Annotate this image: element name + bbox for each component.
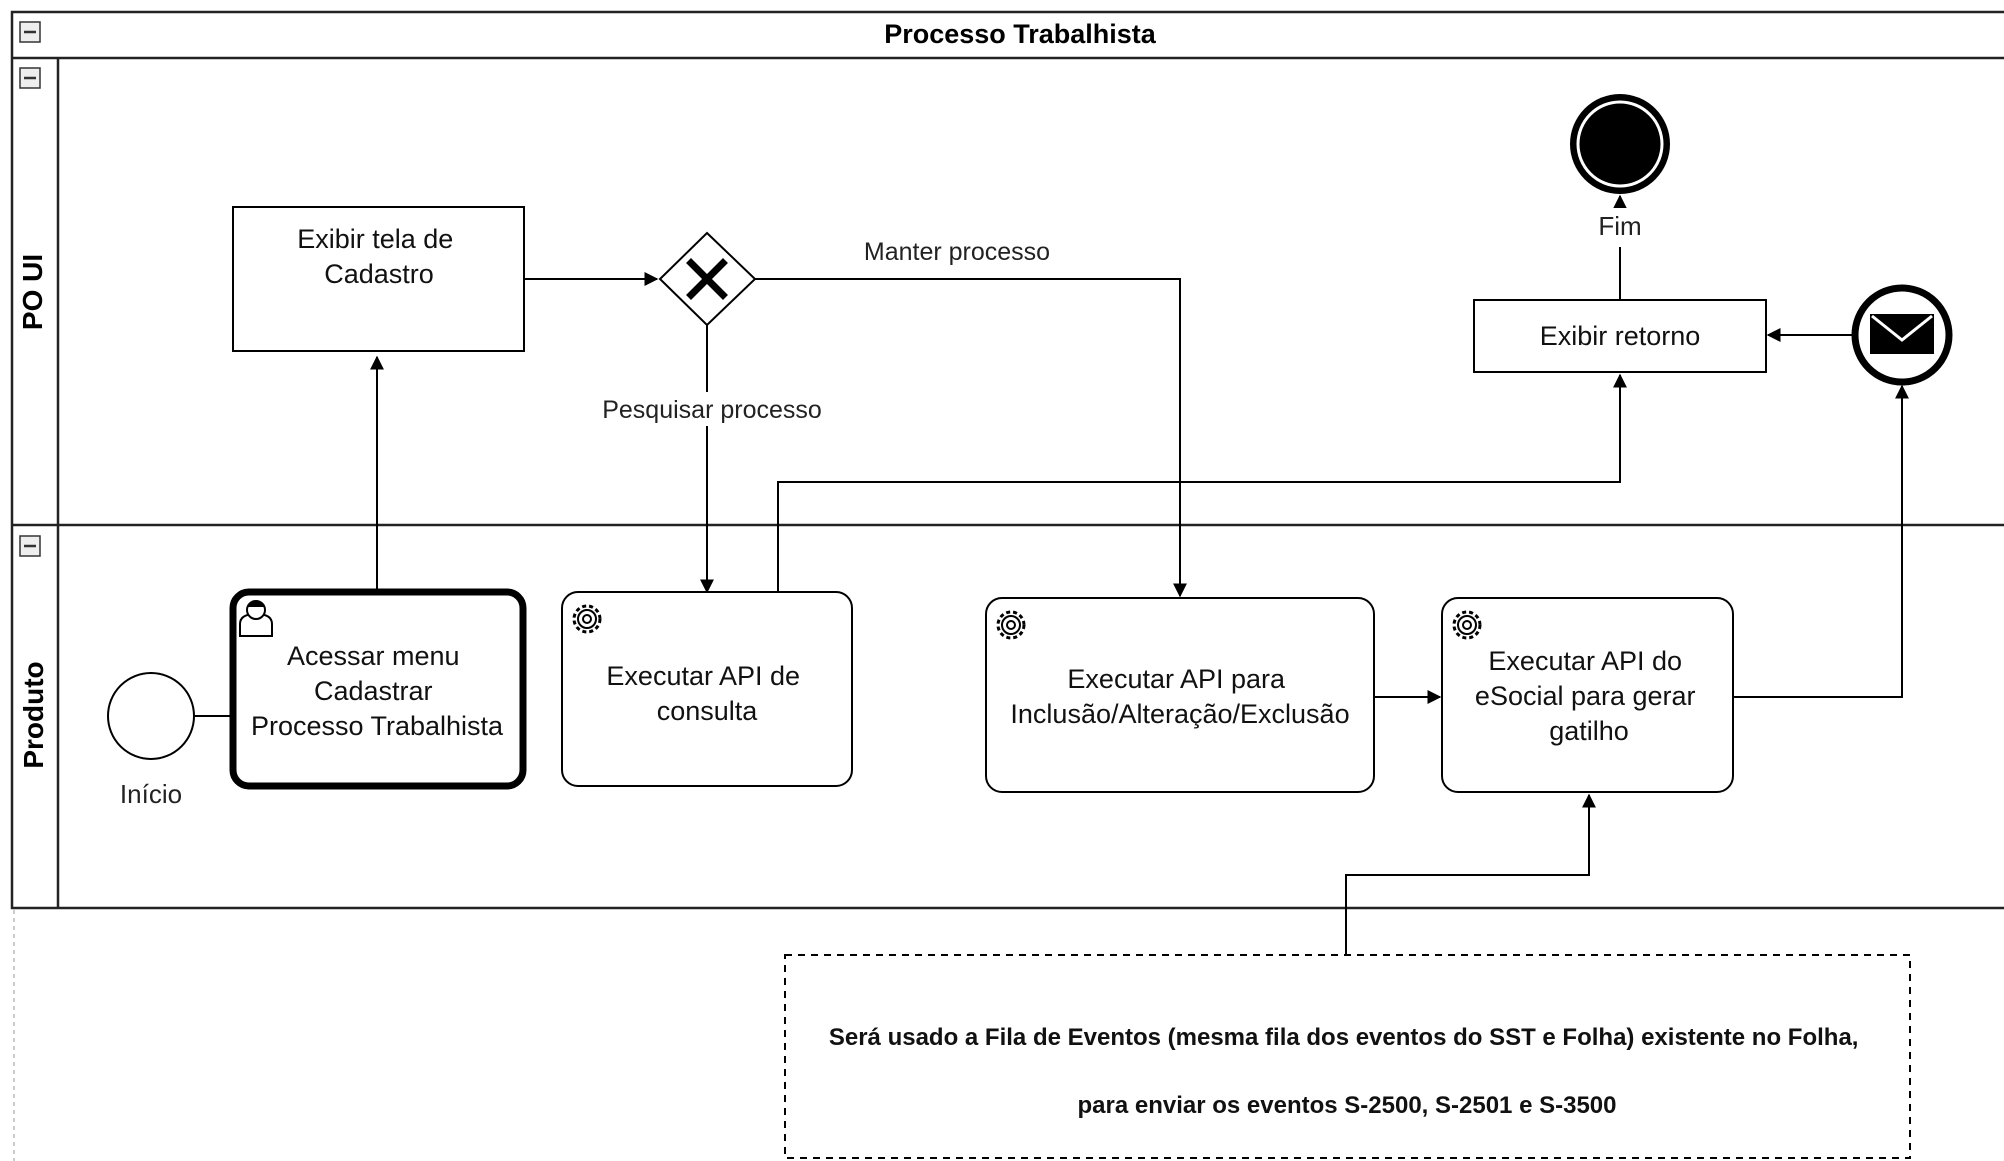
svg-text:Acessar menu Cadastrar: Acessar menu Cadastrar Processo Trabalhi… bbox=[251, 641, 504, 741]
svg-text:Será usado a Fila de Eventos (: Será usado a Fila de Eventos (mesma fila… bbox=[829, 1024, 1865, 1119]
flow-annotation-to-esocial bbox=[1345, 793, 1596, 955]
lane-produto-collapse-button[interactable] bbox=[19, 535, 41, 557]
gear-icon bbox=[1452, 610, 1482, 640]
lane-produto-label: Produto bbox=[18, 661, 49, 768]
envelope-icon bbox=[1870, 314, 1934, 354]
gear-icon bbox=[996, 610, 1026, 640]
end-event[interactable] bbox=[1570, 94, 1670, 194]
lane-ui-collapse-button[interactable] bbox=[19, 67, 41, 89]
task-api-consulta[interactable]: Executar API de consulta bbox=[561, 591, 853, 787]
message-event[interactable] bbox=[1851, 284, 1953, 386]
flow-manter-processo bbox=[755, 278, 1187, 598]
gateway-x-icon bbox=[686, 258, 728, 300]
task-api-inclusao[interactable]: Executar API para Inclusão/Alteração/Exc… bbox=[985, 597, 1375, 793]
flow-label-manter: Manter processo bbox=[864, 238, 1050, 266]
flow-label-pesquisar: Pesquisar processo bbox=[602, 396, 822, 424]
end-event-label: Fim bbox=[1598, 211, 1641, 241]
start-event[interactable] bbox=[107, 672, 195, 760]
pool-title: Processo Trabalhista bbox=[884, 19, 1157, 49]
task-acessar-menu[interactable]: Acessar menu Cadastrar Processo Trabalhi… bbox=[229, 588, 527, 790]
task-exibir-retorno[interactable]: Exibir retorno bbox=[1473, 299, 1767, 373]
svg-text:Exibir tela de Cadastro: Exibir tela de Cadastro bbox=[297, 224, 461, 289]
task-exibir-tela-cadastro[interactable]: Exibir tela de Cadastro bbox=[232, 206, 525, 352]
start-event-label: Início bbox=[120, 779, 182, 809]
svg-text:Executar API de consulta: Executar API de consulta bbox=[606, 661, 807, 726]
svg-text:Executar API para Inclus: Executar API para Inclusão/Alteração/Exc… bbox=[1010, 664, 1349, 729]
task-api-esocial[interactable]: Executar API do eSocial para gerar gatil… bbox=[1441, 597, 1734, 793]
exclusive-gateway[interactable] bbox=[658, 231, 757, 327]
svg-text:Executar API do eSocial: Executar API do eSocial para gerar gatil… bbox=[1475, 646, 1703, 746]
user-icon bbox=[239, 600, 273, 637]
svg-text:Exibir retorno: Exibir retorno bbox=[1540, 321, 1701, 351]
annotation-line-2: para enviar os eventos S-2500, S-2501 e … bbox=[1078, 1092, 1617, 1119]
annotation-box: Será usado a Fila de Eventos (mesma fila… bbox=[784, 954, 1911, 1159]
pool-collapse-button[interactable] bbox=[19, 21, 41, 43]
lane-ui-label: PO UI bbox=[17, 254, 48, 330]
annotation-line-1: Será usado a Fila de Eventos (mesma fila… bbox=[829, 1024, 1859, 1051]
flow-consulta-to-retorno bbox=[777, 373, 1627, 592]
pool-frame bbox=[10, 10, 2004, 910]
gear-icon bbox=[572, 604, 602, 634]
flow-esocial-to-message bbox=[1733, 384, 1909, 698]
